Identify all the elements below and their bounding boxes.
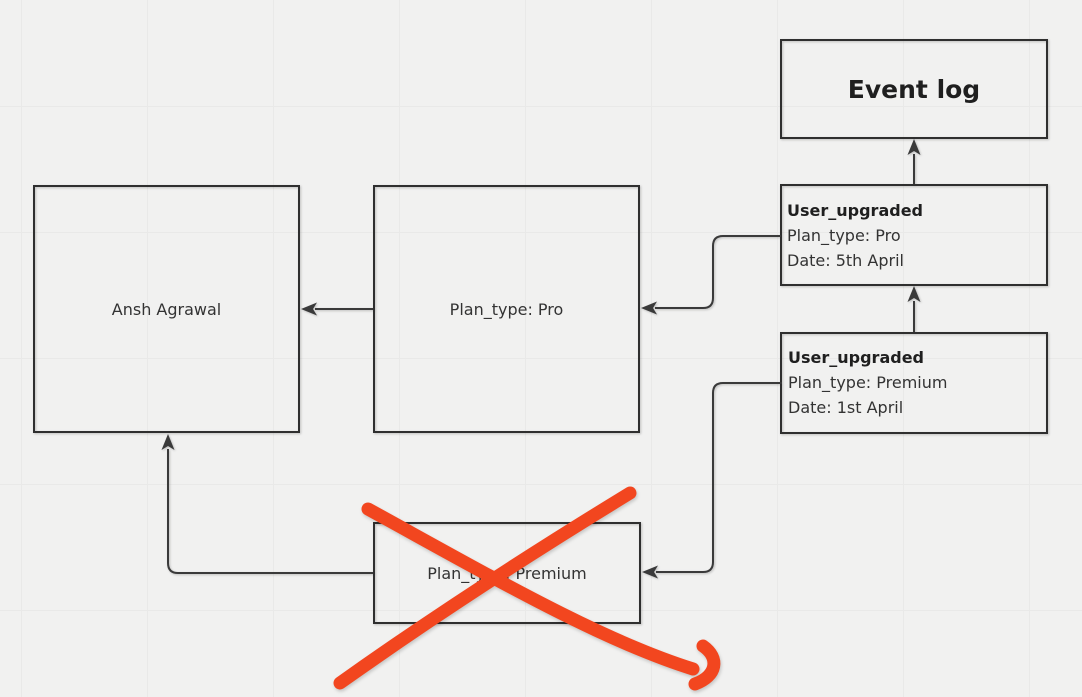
connector-eventpremium-to-planpremium xyxy=(656,382,782,573)
arrowhead-up-eventpro xyxy=(907,286,921,302)
red-cross-stroke xyxy=(333,486,637,690)
arrowhead-left-user xyxy=(301,302,317,316)
arrowhead-left-planpremium xyxy=(642,565,658,579)
arrowhead-up-eventlog xyxy=(907,139,921,155)
red-cross-arrowhead xyxy=(688,639,721,691)
connector-eventpro-to-planpro xyxy=(655,235,781,309)
plan-premium-box xyxy=(373,522,641,624)
arrowhead-up-user xyxy=(161,434,175,450)
connector-planpremium-to-user xyxy=(167,449,373,574)
arrowhead-left-planpro xyxy=(641,301,657,315)
event-log-box xyxy=(780,39,1048,139)
plan-pro-box xyxy=(373,185,640,433)
red-cross-arrow-shaft xyxy=(361,502,700,676)
user-box xyxy=(33,185,300,433)
